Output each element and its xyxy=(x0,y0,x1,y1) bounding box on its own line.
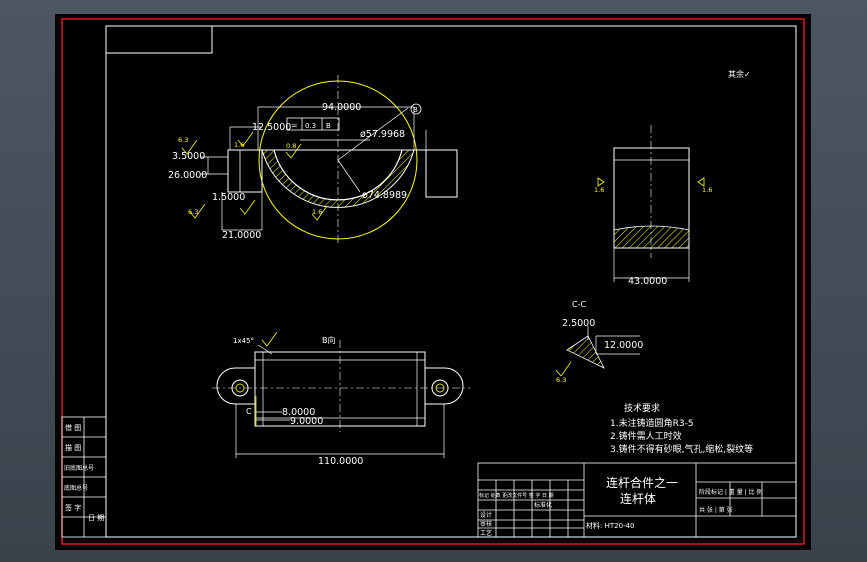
chamfer-note: 1x45° xyxy=(233,337,254,345)
left-strip-table xyxy=(61,416,107,538)
part-title-line1: 连杆合件之一 xyxy=(606,475,678,490)
title-right-footer: 共 张 | 第 张 xyxy=(699,506,733,514)
dim-94: 94.0000 xyxy=(322,102,361,113)
dim-3-5: 3.5000 xyxy=(172,151,205,162)
rough-cc: 6.3 xyxy=(556,376,566,384)
datum-circle xyxy=(410,103,422,115)
side-view xyxy=(597,125,705,282)
dim-110: 110.0000 xyxy=(318,456,363,467)
left-strip-row-4: 签 字 xyxy=(65,503,81,512)
dim-12-5: 12.5000 xyxy=(252,122,291,133)
rough-6-3-a: 6.3 xyxy=(178,136,188,144)
section-cc-label: C-C xyxy=(572,300,586,309)
inner-border xyxy=(105,25,797,538)
left-strip-row-2: 旧底图总号 xyxy=(64,464,94,472)
roughness-note: 其余✓ xyxy=(728,69,751,79)
top-view xyxy=(181,75,458,245)
gdt-symbol: = xyxy=(291,121,298,130)
tech-req-2: 2.铸件需人工时效 xyxy=(610,430,682,442)
view-label-b: B向 xyxy=(322,335,336,345)
title-row-design: 设计 xyxy=(480,511,492,519)
gdt-value: 0.3 xyxy=(305,122,316,130)
title-left-header: 标记 处数 更改文件号 签 字 日 期 xyxy=(479,492,554,499)
dim-9: 9.0000 xyxy=(290,416,323,427)
left-strip-row-3: 底图总号 xyxy=(64,484,88,492)
dim-43: 43.0000 xyxy=(628,276,667,287)
rough-6-3-b: 6.3 xyxy=(188,208,198,216)
dim-1-5: 1.5000 xyxy=(212,192,245,203)
drawing-sheet xyxy=(55,14,811,550)
left-strip-row-1: 描 图 xyxy=(65,443,81,452)
section-cc xyxy=(555,326,640,377)
title-row-process: 工艺 xyxy=(480,529,492,537)
left-boss xyxy=(227,149,263,193)
tech-req-1: 1.未注铸造圆角R3-5 xyxy=(610,417,694,429)
material-label: 材料: HT20-40 xyxy=(586,521,634,530)
title-block xyxy=(477,462,797,538)
right-boss xyxy=(425,149,458,198)
rough-0-8: 0.8 xyxy=(286,142,296,150)
datum-label: B xyxy=(413,106,418,114)
section-mark-c: C xyxy=(246,407,252,416)
left-strip-row-5: 日 期 xyxy=(88,514,104,522)
title-standardization: 标准化 xyxy=(534,501,552,509)
left-strip-row-0: 借 图 xyxy=(65,423,81,432)
dim-2-5: 2.5000 xyxy=(562,318,595,329)
dim-8: 8.0000 xyxy=(282,407,315,418)
rough-1-6-b: 1.6 xyxy=(312,208,322,216)
part-title-line2: 连杆体 xyxy=(620,491,656,506)
corner-code-box xyxy=(105,25,213,54)
rough-1-6-a: 1.6 xyxy=(234,141,244,149)
sheet-red-frame xyxy=(61,18,805,545)
title-right-header: 阶段标记 | 重 量 | 比 例 xyxy=(699,488,763,496)
front-view xyxy=(212,331,470,458)
dim-dia-57: ø57.9968 xyxy=(360,129,405,140)
rough-side-left: 1.6 xyxy=(594,186,604,194)
dim-dia-74: ø74.8989 xyxy=(362,190,407,201)
title-row-review: 审核 xyxy=(480,520,492,528)
dim-12: 12.0000 xyxy=(604,340,643,351)
gdt-frame xyxy=(286,117,340,131)
tech-req-3: 3.铸件不得有砂眼,气孔,缩松,裂纹等 xyxy=(610,443,753,455)
dim-26: 26.0000 xyxy=(168,170,207,181)
tech-req-title: 技术要求 xyxy=(624,402,660,414)
dim-21: 21.0000 xyxy=(222,230,261,241)
rough-side-right: 1.6 xyxy=(702,186,712,194)
gdt-datum: B xyxy=(326,122,331,130)
